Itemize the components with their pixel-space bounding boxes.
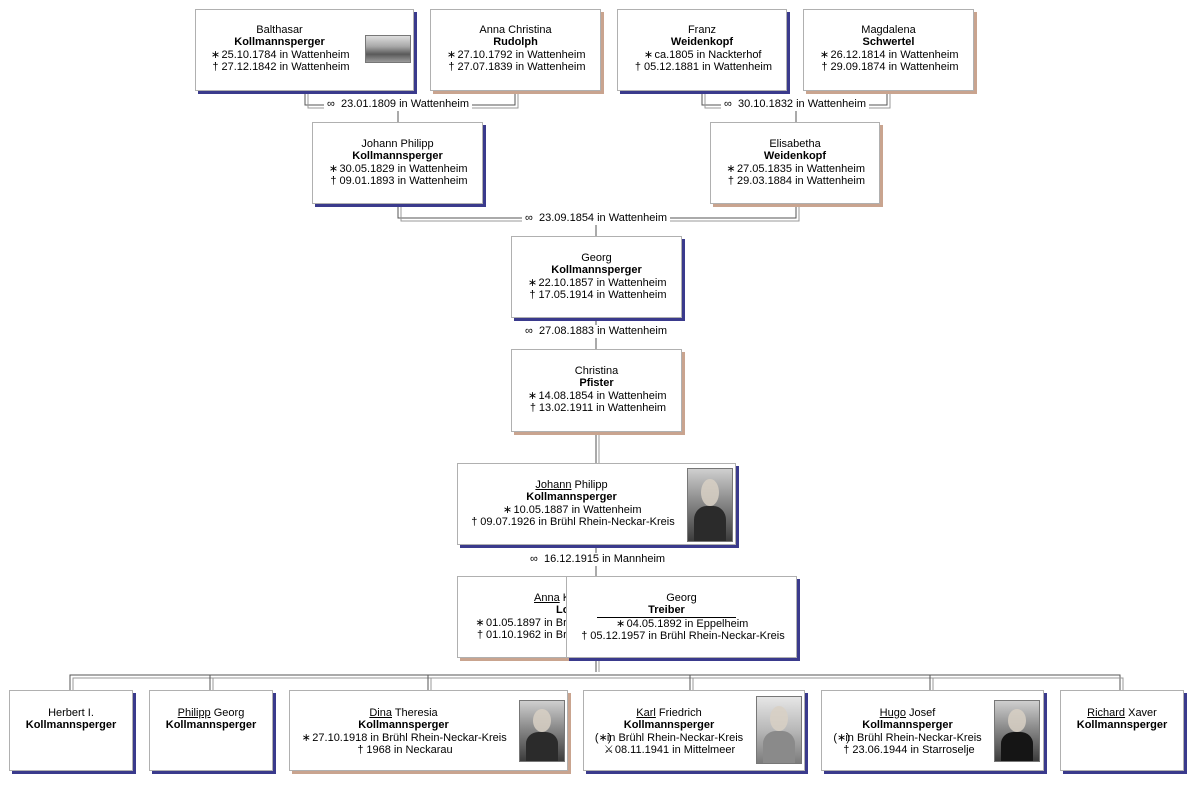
person-card-herbert[interactable]: Herbert I. Kollmannsperger	[9, 690, 133, 771]
portrait-photo	[994, 700, 1040, 762]
person-card-richard-xaver[interactable]: Richard Xaver Kollmannsperger	[1060, 690, 1184, 771]
marriage-icon: ∞	[530, 553, 538, 565]
person-card-georg-treiber[interactable]: Georg Treiber ∗04.05.1892 in Eppelheim †…	[566, 576, 797, 658]
person-card-magdalena[interactable]: Magdalena Schwertel ∗26.12.1814 in Watte…	[803, 9, 974, 91]
marriage-label-1854: ∞23.09.1854 in Wattenheim	[522, 212, 671, 225]
died-icon: †	[471, 516, 478, 529]
surname: Kollmannsperger	[526, 491, 617, 504]
died-icon: †	[581, 630, 588, 643]
died-icon: †	[727, 175, 735, 188]
born-icon: ∗	[527, 276, 538, 289]
surname: Weidenkopf	[763, 150, 827, 163]
born-icon: ∗	[475, 616, 485, 629]
person-card-georg-1857[interactable]: Georg Kollmannsperger ∗22.10.1857 in Wat…	[511, 236, 682, 318]
portrait-photo	[756, 696, 802, 764]
surname: Kollmannsperger	[358, 719, 449, 732]
fallen-icon: ⚔	[603, 744, 614, 757]
surname: Weidenkopf	[670, 36, 734, 49]
surname: Kollmannsperger	[352, 150, 443, 163]
marriage-label-1915: ∞16.12.1915 in Mannheim	[527, 553, 669, 566]
born-icon: ∗	[819, 48, 830, 61]
died-icon: †	[448, 61, 455, 74]
person-card-dina-theresia[interactable]: Dina Theresia Kollmannsperger ∗27.10.191…	[289, 690, 568, 771]
marriage-label-1883: ∞27.08.1883 in Wattenheim	[522, 325, 671, 338]
marriage-icon: ∞	[724, 98, 732, 110]
surname: Kollmannsperger	[1076, 719, 1168, 732]
surname: Kollmannsperger	[234, 36, 325, 49]
person-card-johann-philipp-1829[interactable]: Johann Philipp Kollmannsperger ∗30.05.18…	[312, 122, 483, 204]
person-card-johann-philipp-1887[interactable]: Johann Philipp Kollmannsperger ∗10.05.18…	[457, 463, 736, 545]
born-icon: ∗	[301, 731, 311, 744]
surname: Kollmannsperger	[623, 719, 715, 732]
portrait-photo	[519, 700, 565, 762]
person-card-balthasar[interactable]: Balthasar Kollmannsperger ∗25.10.1784 in…	[195, 9, 414, 91]
baptized-icon: (∗)	[594, 731, 612, 744]
died-icon: †	[529, 289, 536, 302]
portrait-photo	[687, 468, 733, 542]
person-card-anna-christina[interactable]: Anna Christina Rudolph ∗27.10.1792 in Wa…	[430, 9, 601, 91]
born-icon: ∗	[328, 162, 339, 175]
marriage-label-1809: ∞23.01.1809 in Wattenheim	[324, 98, 473, 111]
surname: Schwertel	[862, 36, 915, 49]
died-icon: †	[330, 175, 337, 188]
surname: Rudolph	[493, 36, 538, 49]
born-icon: ∗	[726, 162, 736, 175]
died-icon: †	[821, 61, 828, 74]
surname: Kollmannsperger	[25, 719, 117, 732]
died-icon: †	[357, 744, 364, 757]
died-icon: †	[529, 402, 536, 415]
born-icon: ∗	[446, 48, 457, 61]
person-card-franz[interactable]: Franz Weidenkopf ∗ca.1805 in Nackterhof …	[617, 9, 787, 91]
born-icon: ∗	[210, 48, 221, 61]
marriage-icon: ∞	[525, 325, 533, 337]
marriage-icon: ∞	[525, 212, 533, 224]
marriage-label-1832: ∞30.10.1832 in Wattenheim	[721, 98, 870, 111]
surname: Pfister	[579, 377, 614, 390]
landscape-photo	[365, 35, 411, 63]
marriage-icon: ∞	[327, 98, 335, 110]
died-icon: †	[476, 629, 484, 642]
born-icon: ∗	[643, 48, 654, 61]
born-icon: ∗	[616, 617, 626, 630]
born-icon: ∗	[527, 389, 538, 402]
died-icon: †	[634, 61, 642, 74]
surname: Kollmannsperger	[165, 719, 257, 732]
person-card-karl-friedrich[interactable]: Karl Friedrich Kollmannsperger (∗)in Brü…	[583, 690, 805, 771]
surname: Treiber	[597, 604, 736, 618]
person-card-hugo-josef[interactable]: Hugo Josef Kollmannsperger (∗)in Brühl R…	[821, 690, 1044, 771]
died-icon: †	[843, 744, 850, 757]
person-card-philipp-georg[interactable]: Philipp Georg Kollmannsperger	[149, 690, 273, 771]
baptized-icon: (∗)	[833, 731, 850, 744]
died-icon: †	[212, 61, 219, 74]
surname: Kollmannsperger	[551, 264, 642, 277]
surname: Kollmannsperger	[862, 719, 953, 732]
born-icon: ∗	[502, 503, 513, 516]
person-card-elisabetha[interactable]: Elisabetha Weidenkopf ∗27.05.1835 in Wat…	[710, 122, 880, 204]
person-card-christina[interactable]: Christina Pfister ∗14.08.1854 in Wattenh…	[511, 349, 682, 432]
